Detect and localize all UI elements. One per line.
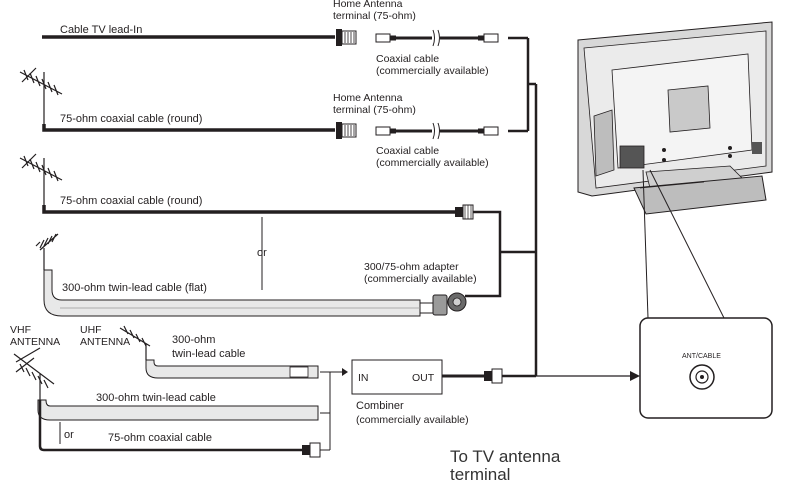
coax-vhf-label: 75-ohm coaxial cable xyxy=(108,432,212,444)
adapter-label-a: 300/75-ohm adapter xyxy=(364,261,459,273)
coaxial-cable-label-2a: Coaxial cable xyxy=(376,145,439,157)
adapter-icon xyxy=(420,292,467,316)
coax-round-label-1: 75-ohm coaxial cable (round) xyxy=(60,113,202,125)
cable-tv-row: Cable TV lead-In Home Antenna terminal (… xyxy=(42,0,528,77)
uhf-label-b: ANTENNA xyxy=(80,336,130,348)
wall-terminal-icon-2 xyxy=(336,122,357,139)
indoor-antenna-icon xyxy=(35,233,59,270)
combiner-label-a: Combiner xyxy=(356,400,404,412)
coaxial-cable-label-1b: (commercially available) xyxy=(376,65,489,77)
vhf-label-a: VHF xyxy=(10,324,31,336)
vhf-antenna-icon xyxy=(13,347,55,400)
antenna-row-3: 75-ohm coaxial cable (round) or 300-ohm … xyxy=(19,153,536,317)
twin-lead-vhf-label: 300-ohm twin-lead cable xyxy=(96,392,216,404)
coax-round-label-2: 75-ohm coaxial cable (round) xyxy=(60,195,202,207)
coax-round-line-2 xyxy=(42,205,455,214)
coaxial-cable-drawing-1 xyxy=(375,29,499,47)
to-tv-label-b: terminal xyxy=(450,465,510,484)
vhf-coax-line xyxy=(38,400,302,452)
antenna-row-4: VHF ANTENNA UHF ANTENNA 300-ohm twin-lea… xyxy=(10,324,536,458)
home-antenna-terminal-label-1b: terminal (75-ohm) xyxy=(333,10,416,22)
combiner-links xyxy=(320,368,348,451)
coaxial-cable-label-1a: Coaxial cable xyxy=(376,53,439,65)
twin-lead-uhf-label-a: 300-ohm xyxy=(172,334,215,346)
vhf-label-b: ANTENNA xyxy=(10,336,60,348)
ant-cable-jack-icon xyxy=(689,364,715,390)
or-label-1: or xyxy=(257,247,267,259)
f-connector-icon xyxy=(455,204,474,220)
twin-lead-uhf-label-b: twin-lead cable xyxy=(172,348,245,360)
combiner-label-b: (commercially available) xyxy=(356,414,469,426)
coaxial-cable-drawing-2 xyxy=(375,122,499,140)
outdoor-antenna-icon-2 xyxy=(19,153,63,205)
or-label-2: or xyxy=(64,429,74,441)
combiner-box xyxy=(351,359,443,395)
wall-terminal-icon xyxy=(336,29,357,46)
to-tv-label-a: To TV antenna xyxy=(450,447,561,466)
home-antenna-terminal-label-2a: Home Antenna xyxy=(333,92,403,104)
twin-lead-flat-cable xyxy=(43,269,421,317)
f-connector-icon-2 xyxy=(302,442,321,458)
uhf-label-a: UHF xyxy=(80,324,102,336)
twin-lead-flat-label: 300-ohm twin-lead cable (flat) xyxy=(62,282,207,294)
outdoor-antenna-icon xyxy=(19,67,63,124)
uhf-twin-lead xyxy=(145,359,319,379)
adapter-label-b: (commercially available) xyxy=(364,273,477,285)
cable-tv-lead-label: Cable TV lead-In xyxy=(60,24,142,36)
combiner-out-label: OUT xyxy=(412,372,435,384)
to-terminal-arrow xyxy=(536,371,640,381)
f-connector-icon-3 xyxy=(484,368,503,384)
combiner-in-label: IN xyxy=(358,372,369,384)
home-antenna-terminal-label-2b: terminal (75-ohm) xyxy=(333,104,416,116)
home-antenna-terminal-label-1a: Home Antenna xyxy=(333,0,403,10)
ant-cable-terminal-label: ANT/CABLE xyxy=(682,353,721,360)
coaxial-cable-label-2b: (commercially available) xyxy=(376,157,489,169)
uhf-antenna-icon xyxy=(119,325,151,360)
bus-lines xyxy=(526,38,538,376)
coax-round-line-1 xyxy=(42,124,335,132)
antenna-row-2: 75-ohm coaxial cable (round) Home Antenn… xyxy=(19,67,528,169)
tv-rear-illustration: ANT/CABLE xyxy=(577,21,773,419)
